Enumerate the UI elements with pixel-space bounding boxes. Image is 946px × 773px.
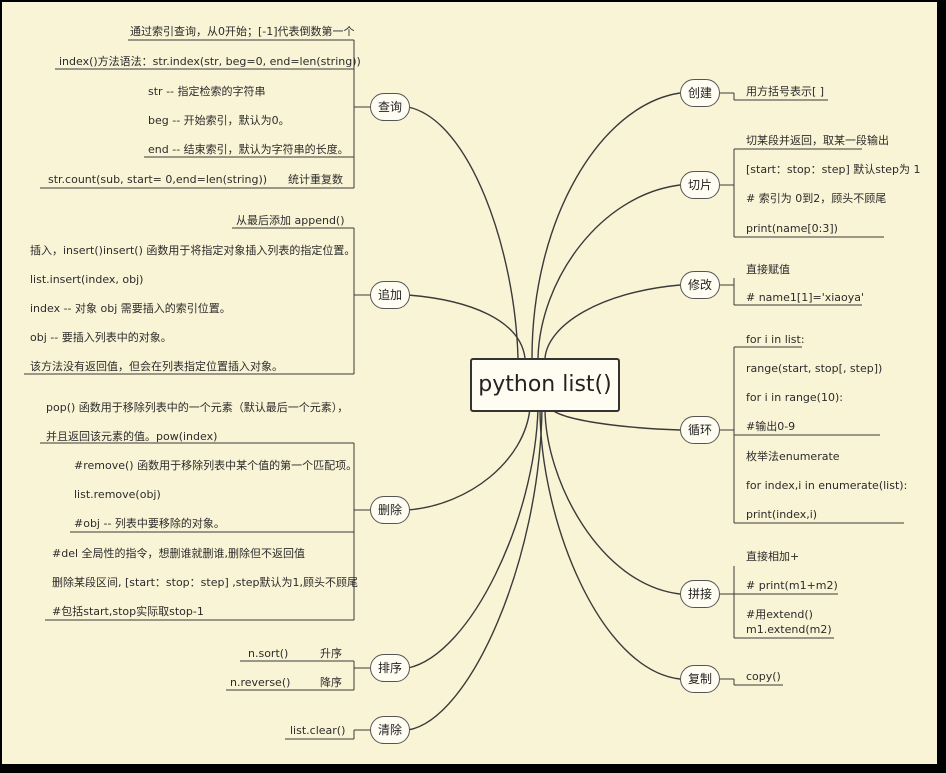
branch-clear[interactable]: 清除 (370, 716, 410, 744)
query-item-1: 通过索引查询，从0开始；[-1]代表倒数第一个 (130, 25, 355, 38)
delete-item-7: 删除某段区间, [start：stop：step] ,step默认为1,顾头不顾… (52, 576, 359, 589)
delete-item-2: 并且返回该元素的值。pow(index) (46, 430, 218, 443)
delete-item-5: #obj -- 列表中要移除的对象。 (74, 517, 225, 530)
concat-item-3: #用extend() (746, 608, 813, 621)
loop-item-6: for index,i in enumerate(list): (746, 479, 908, 492)
loop-item-1: for i in list: (746, 333, 805, 346)
sort-item-4: 降序 (320, 676, 342, 689)
branch-copy[interactable]: 复制 (680, 665, 720, 693)
append-item-6: 该方法没有返回值，但会在列表指定位置插入对象。 (30, 360, 283, 373)
append-item-2: 插入，insert()insert() 函数用于将指定对象插入列表的指定位置。 (30, 244, 356, 257)
loop-item-7: print(index,i) (746, 508, 818, 521)
append-item-4: index -- 对象 obj 需要插入的索引位置。 (30, 302, 231, 315)
loop-item-4: #输出0-9 (746, 420, 796, 433)
copy-item-1: copy() (746, 670, 781, 683)
query-item-5: end -- 结束索引，默认为字符串的长度。 (148, 143, 349, 156)
branch-sort[interactable]: 排序 (370, 654, 410, 682)
concat-item-1: 直接相加+ (746, 550, 800, 563)
branch-slice[interactable]: 切片 (680, 171, 720, 199)
query-item-6: str.count(sub, start= 0,end=len(string)) (48, 173, 268, 186)
concat-item-4: m1.extend(m2) (746, 623, 832, 636)
connector-delete (407, 407, 531, 511)
loop-item-3: for i in range(10): (746, 391, 843, 404)
connector-query (407, 106, 519, 359)
connector-clear (407, 407, 543, 731)
slice-item-3: # 索引为 0到2，顾头不顾尾 (746, 192, 887, 205)
sort-item-3: n.reverse() (230, 676, 291, 689)
delete-item-6: #del 全局性的指令，想删谁就删谁,删除但不返回值 (52, 547, 306, 560)
bracket-slice (718, 149, 735, 237)
slice-item-1: 切某段并返回，取某一段输出 (746, 134, 889, 147)
root-node[interactable]: python list() (470, 358, 620, 412)
connector-concat (544, 407, 681, 595)
connector-create (531, 92, 681, 359)
slice-item-2: [start：stop：step] 默认step为 1 (746, 163, 921, 176)
bracket-append (353, 228, 370, 374)
sort-item-2: 升序 (320, 647, 342, 660)
sort-item-1: n.sort() (248, 647, 289, 660)
bracket-query (353, 40, 370, 188)
delete-item-1: pop() 函数用于移除列表中的一个元素（默认最后一个元素）， (46, 401, 349, 414)
query-item-4: beg -- 开始索引，默认为0。 (148, 114, 290, 127)
query-item-7: 统计重复数 (288, 173, 343, 186)
branch-create[interactable]: 创建 (680, 79, 720, 107)
append-item-5: obj -- 要插入列表中的对象。 (30, 331, 172, 344)
delete-item-3: #remove() 函数用于移除列表中某个值的第一个匹配项。 (74, 459, 358, 472)
loop-item-2: range(start, stop[, step]) (746, 362, 883, 375)
branch-modify[interactable]: 修改 (680, 271, 720, 299)
loop-item-5: 枚举法enumerate (746, 450, 840, 463)
connector-append (407, 294, 526, 359)
connector-slice (537, 184, 681, 359)
query-item-2: index()方法语法：str.index(str, beg=0, end=le… (59, 55, 361, 68)
connector-sort (407, 407, 539, 669)
modify-item-2: # name1[1]='xiaoya' (746, 291, 865, 304)
slice-item-4: print(name[0:3]) (746, 222, 838, 235)
delete-item-8: #包括start,stop实际取stop-1 (52, 605, 204, 618)
connector-copy (539, 407, 681, 680)
branch-delete[interactable]: 删除 (370, 496, 410, 524)
connector-modify (544, 284, 681, 359)
branch-query[interactable]: 查询 (370, 93, 410, 121)
clear-item-1: list.clear() (290, 724, 346, 737)
bracket-sort (353, 661, 370, 690)
modify-item-1: 直接赋值 (746, 263, 790, 276)
branch-loop[interactable]: 循环 (680, 416, 720, 444)
branch-concat[interactable]: 拼接 (680, 580, 720, 608)
create-item-1: 用方括号表示[ ] (746, 85, 825, 98)
bracket-delete (353, 443, 370, 532)
append-item-1: 从最后添加 append() (236, 214, 345, 227)
query-item-3: str -- 指定检索的字符串 (148, 85, 266, 98)
mindmap-background (2, 2, 937, 764)
delete-item-4: list.remove(obj) (74, 488, 161, 501)
bracket-loop (718, 347, 735, 523)
bracket-concat (718, 566, 735, 638)
concat-item-2: # print(m1+m2) (746, 579, 838, 592)
branch-append[interactable]: 追加 (370, 281, 410, 309)
append-item-3: list.insert(index, obj) (30, 273, 144, 286)
